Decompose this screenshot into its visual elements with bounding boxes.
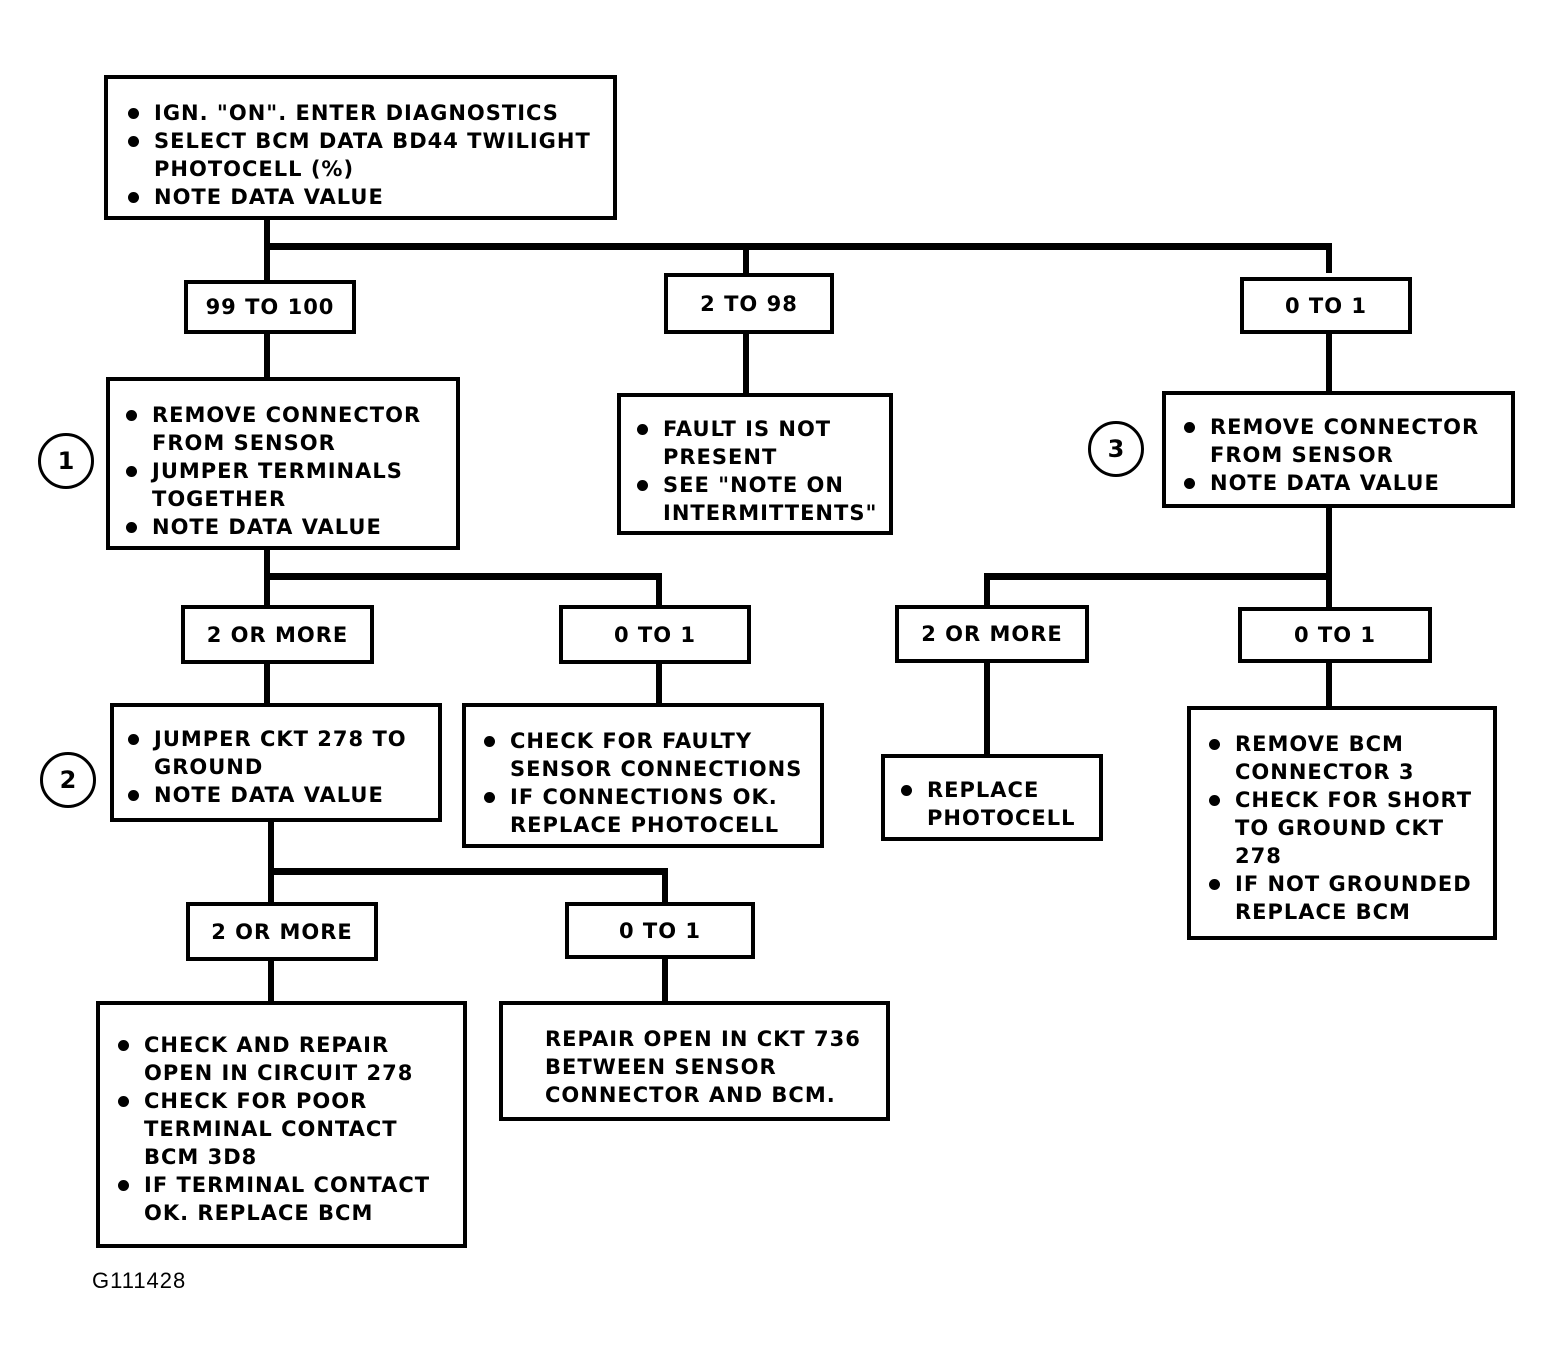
result-0-to-1: 0 TO 1	[1240, 277, 1412, 334]
faulty-conn-item: CHECK FOR FAULTY SENSOR CONNECTIONS	[480, 727, 812, 783]
connector-line	[1326, 506, 1332, 610]
connector-line	[1326, 331, 1332, 394]
remove-bcm-item: CHECK FOR SHORT TO GROUND CKT 278	[1205, 786, 1485, 870]
replace-photocell-item: REPLACE PHOTOCELL	[897, 776, 1091, 832]
step1-result-2-or-more: 2 OR MORE	[181, 605, 374, 664]
fault-item: FAULT IS NOT PRESENT	[633, 415, 879, 471]
step1-item: REMOVE CONNECTOR FROM SENSOR	[122, 401, 446, 457]
step3-item: REMOVE CONNECTOR FROM SENSOR	[1180, 413, 1501, 469]
remove-bcm-item: REMOVE BCM CONNECTOR 3	[1205, 730, 1485, 786]
faulty-conn-item: IF CONNECTIONS OK. REPLACE PHOTOCELL	[480, 783, 812, 839]
remove-bcm-item: IF NOT GROUNDED REPLACE BCM	[1205, 870, 1485, 926]
connector-line	[984, 573, 990, 610]
repair-circuit-278-box: CHECK AND REPAIR OPEN IN CIRCUIT 278 CHE…	[96, 1001, 467, 1248]
connector-line	[268, 868, 668, 875]
step-marker-1: 1	[38, 433, 94, 489]
start-step: IGN. "ON". ENTER DIAGNOSTICS	[124, 99, 599, 127]
faulty-connections-box: CHECK FOR FAULTY SENSOR CONNECTIONS IF C…	[462, 703, 824, 848]
result-99-to-100: 99 TO 100	[184, 280, 356, 334]
connector-line	[662, 956, 668, 1004]
step2-item: NOTE DATA VALUE	[124, 781, 428, 809]
figure-id: G111428	[92, 1268, 187, 1293]
connector-line	[1326, 660, 1332, 710]
repair-278-item: CHECK AND REPAIR OPEN IN CIRCUIT 278	[114, 1031, 453, 1087]
step1-item: JUMPER TERMINALS TOGETHER	[122, 457, 446, 513]
repair-278-item: CHECK FOR POOR TERMINAL CONTACT BCM 3D8	[114, 1087, 453, 1171]
fault-not-present-box: FAULT IS NOT PRESENT SEE "NOTE ON INTERM…	[617, 393, 893, 535]
connector-line	[1326, 243, 1332, 273]
connector-line	[984, 573, 1332, 580]
step3-result-2-or-more: 2 OR MORE	[895, 605, 1089, 663]
repair-ckt-736-box: REPAIR OPEN IN CKT 736 BETWEEN SENSOR CO…	[499, 1001, 890, 1121]
connector-line	[743, 243, 749, 273]
step1-result-0-to-1: 0 TO 1	[559, 605, 751, 664]
connector-line	[656, 573, 662, 608]
start-step: NOTE DATA VALUE	[124, 183, 599, 211]
connector-line	[264, 331, 270, 381]
start-step: SELECT BCM DATA BD44 TWILIGHT PHOTOCELL …	[124, 127, 599, 183]
replace-photocell-box: REPLACE PHOTOCELL	[881, 754, 1103, 841]
connector-line	[984, 660, 990, 757]
step1-box: REMOVE CONNECTOR FROM SENSOR JUMPER TERM…	[106, 377, 460, 550]
step1-item: NOTE DATA VALUE	[122, 513, 446, 541]
connector-line	[268, 819, 274, 905]
connector-line	[662, 868, 668, 906]
step3-item: NOTE DATA VALUE	[1180, 469, 1501, 497]
connector-line	[264, 243, 1332, 250]
repair-278-item: IF TERMINAL CONTACT OK. REPLACE BCM	[114, 1171, 453, 1227]
step2-result-0-to-1: 0 TO 1	[565, 902, 755, 959]
result-2-to-98: 2 TO 98	[664, 273, 834, 334]
step2-result-2-or-more: 2 OR MORE	[186, 902, 378, 961]
step3-result-0-to-1: 0 TO 1	[1238, 607, 1432, 663]
start-box: IGN. "ON". ENTER DIAGNOSTICS SELECT BCM …	[104, 75, 617, 220]
repair-736-text: REPAIR OPEN IN CKT 736 BETWEEN SENSOR CO…	[545, 1027, 861, 1107]
step-marker-3: 3	[1088, 421, 1144, 477]
connector-line	[743, 331, 749, 396]
connector-line	[656, 662, 662, 706]
remove-bcm-box: REMOVE BCM CONNECTOR 3 CHECK FOR SHORT T…	[1187, 706, 1497, 940]
connector-line	[268, 958, 274, 1006]
step2-box: JUMPER CKT 278 TO GROUND NOTE DATA VALUE	[110, 703, 442, 822]
step-marker-2: 2	[40, 752, 96, 808]
fault-item: SEE "NOTE ON INTERMITTENTS"	[633, 471, 879, 527]
connector-line	[264, 573, 662, 580]
connector-line	[264, 662, 270, 706]
step3-box: REMOVE CONNECTOR FROM SENSOR NOTE DATA V…	[1162, 391, 1515, 508]
connector-line	[264, 217, 270, 287]
step2-item: JUMPER CKT 278 TO GROUND	[124, 725, 428, 781]
